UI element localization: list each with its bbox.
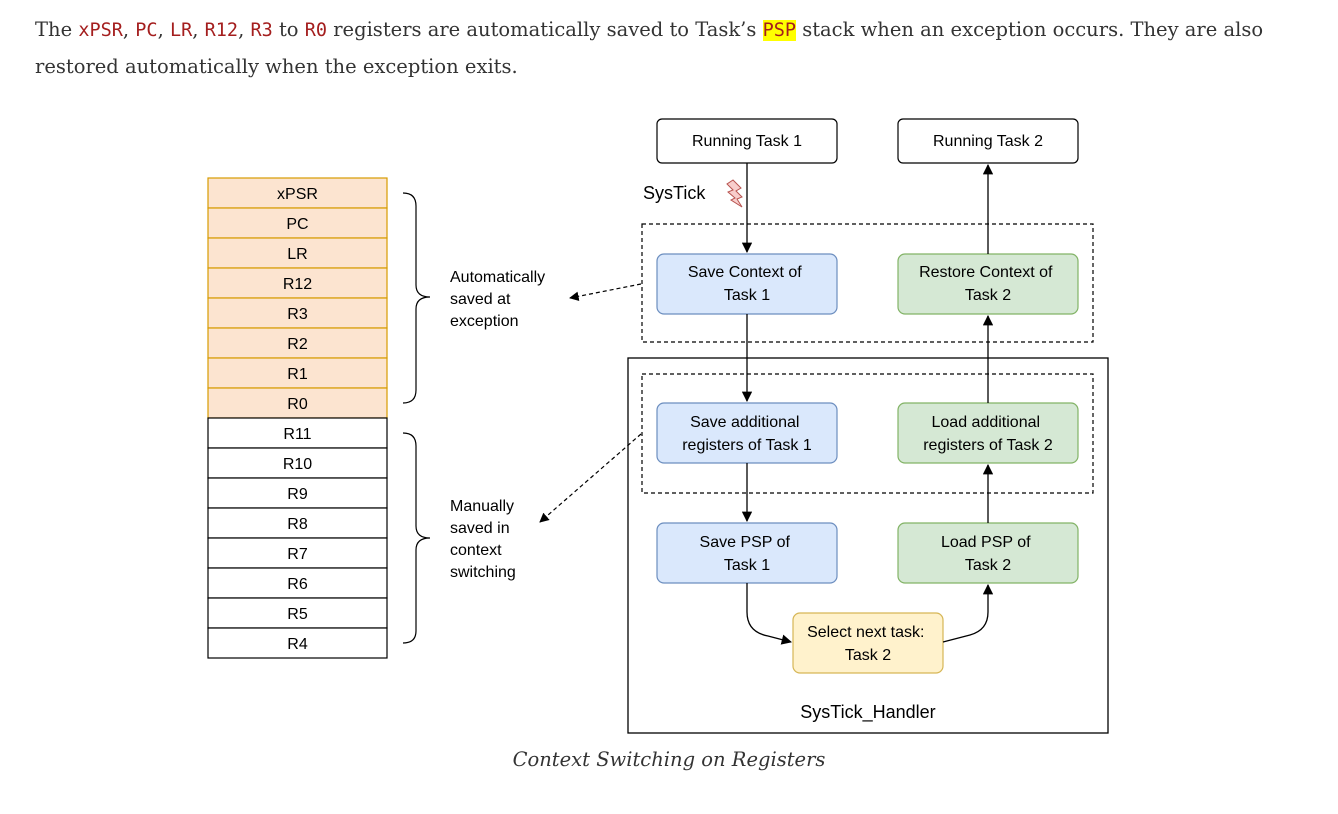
- register-cell-label: R1: [287, 366, 308, 383]
- register-r3: R3: [250, 20, 273, 41]
- register-cell-label: R11: [283, 426, 311, 443]
- register-cell: [207, 477, 388, 509]
- register-cell-label: R9: [287, 486, 308, 503]
- register-cell: [207, 267, 388, 299]
- manual-note-line: saved in: [450, 520, 510, 537]
- interrupt-bolt-icon: [726, 179, 743, 208]
- auto-note: Automatically saved at exception: [450, 269, 550, 330]
- auto-note-line: Automatically: [450, 269, 545, 286]
- auto-note-line: saved at: [450, 291, 511, 308]
- register-xpsr: xPSR: [78, 20, 123, 41]
- register-cell-label: LR: [287, 246, 307, 263]
- register-cell: [207, 237, 388, 269]
- restore-context-label: Restore Context of Task 2: [919, 264, 1057, 304]
- flow-arrow: [942, 583, 994, 643]
- register-cell: [207, 597, 388, 629]
- flow-arrow: [746, 583, 793, 645]
- register-cell-label: R2: [287, 336, 308, 353]
- register-cell: [207, 357, 388, 389]
- systick-handler-frame: [627, 357, 1109, 734]
- save-additional-label: Save additional registers of Task 1: [682, 414, 812, 454]
- auto-brace: [402, 192, 431, 404]
- register-cell-label: R0: [287, 396, 308, 413]
- register-cell: [207, 627, 388, 659]
- register-cell: [207, 207, 388, 239]
- save-psp-box: [656, 522, 838, 584]
- register-cell-label: PC: [286, 216, 308, 233]
- register-r12: R12: [204, 20, 239, 41]
- auto-context-group: [641, 223, 1094, 343]
- auto-note-arrow: [569, 283, 642, 302]
- select-next-task-label: Select next task: Task 2: [807, 624, 929, 664]
- register-r0: R0: [304, 20, 328, 41]
- save-context-box: [656, 253, 838, 315]
- register-cell-label: R10: [283, 456, 312, 473]
- register-cell: [207, 327, 388, 359]
- manual-brace: [402, 432, 431, 644]
- save-additional-box: [656, 402, 838, 464]
- register-cell-label: R6: [287, 576, 308, 593]
- running-task-2-label: Running Task 2: [933, 133, 1043, 150]
- load-additional-label: Load additional registers of Task 2: [923, 414, 1053, 454]
- register-cell: [207, 417, 388, 449]
- auto-note-line: exception: [450, 313, 519, 330]
- load-psp-label: Load PSP of Task 2: [941, 534, 1035, 574]
- register-cell-label: R5: [287, 606, 308, 623]
- register-cell-label: xPSR: [277, 186, 318, 203]
- load-additional-box: [897, 402, 1079, 464]
- load-psp-box: [897, 522, 1079, 584]
- register-cell: [207, 507, 388, 539]
- register-pc: PC: [135, 20, 158, 41]
- manual-note-line: Manually: [450, 498, 514, 515]
- manual-note-line: context: [450, 542, 502, 559]
- intro-paragraph: The xPSR, PC, LR, R12, R3 to R0 register…: [35, 18, 1264, 78]
- manual-note: Manually saved in context switching: [450, 498, 518, 581]
- systick-handler-label: SysTick_Handler: [800, 702, 935, 723]
- register-cell-label: R7: [287, 546, 308, 563]
- manual-note-line: switching: [450, 564, 516, 581]
- save-psp-label: Save PSP of Task 1: [700, 534, 795, 574]
- select-next-task-box: [792, 612, 944, 674]
- psp-highlight: PSP: [762, 20, 797, 41]
- running-task-1-label: Running Task 1: [692, 133, 802, 150]
- register-cell: [207, 447, 388, 479]
- manual-note-arrow: [539, 433, 642, 523]
- figure-caption: Context Switching on Registers: [512, 748, 826, 771]
- additional-registers-group: [641, 373, 1094, 494]
- running-task-2-box: [897, 118, 1079, 164]
- systick-label: SysTick: [643, 183, 706, 203]
- save-context-label: Save Context of Task 1: [688, 264, 806, 304]
- register-cell-label: R12: [283, 276, 312, 293]
- register-cell: [207, 177, 388, 209]
- register-cell-label: R3: [287, 306, 308, 323]
- restore-context-box: [897, 253, 1079, 315]
- register-lr: LR: [169, 20, 193, 41]
- register-cell-label: R4: [287, 636, 308, 653]
- register-cell-label: R8: [287, 516, 308, 533]
